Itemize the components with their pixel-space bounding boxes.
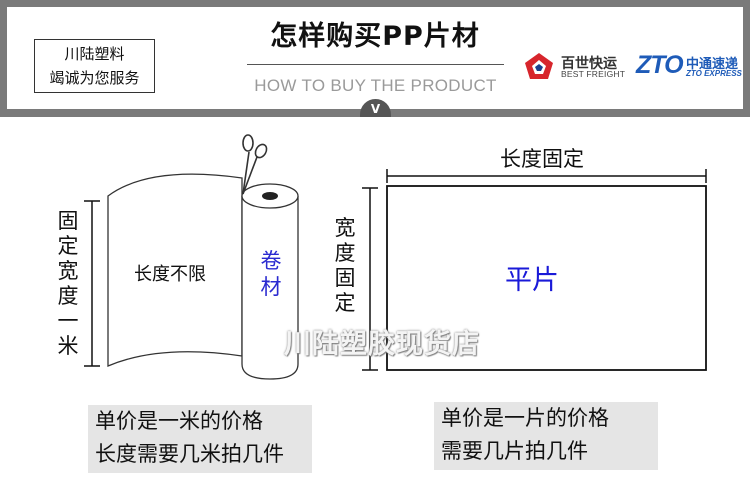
char: 卷 — [260, 249, 282, 273]
brand-line2: 竭诚为您服务 — [49, 69, 140, 87]
roll-length-label: 长度不限 — [134, 264, 206, 285]
roll-width-dimension — [84, 200, 100, 367]
best-freight-logo: 百世快运 BEST FREIGHT — [524, 50, 628, 82]
sheet-width-dimension — [362, 187, 378, 371]
best-freight-en: BEST FREIGHT — [561, 69, 626, 79]
zto-en: ZTO EXPRESS — [686, 69, 742, 78]
best-freight-icon — [525, 53, 553, 79]
sheet-length-dimension — [386, 169, 707, 183]
char: 一 — [57, 309, 79, 333]
best-freight-cn: 百世快运 — [561, 56, 617, 72]
roll-fixed-width-label: 固 定 宽 度 一 米 — [56, 209, 80, 359]
flat-sheet — [386, 185, 707, 371]
char: 宽 — [334, 216, 356, 240]
header-panel: 川陆塑料 竭诚为您服务 — [7, 7, 743, 109]
title-divider — [247, 64, 504, 65]
char: 米 — [57, 334, 79, 358]
shop-watermark: 川陆塑胶现货店 — [284, 329, 480, 360]
roll-note-line1: 单价是一米的价格 — [95, 409, 263, 433]
char: 材 — [260, 275, 282, 299]
header-banner: 川陆塑料 竭诚为您服务 怎样购买PP片材 HOW TO BUY THE PROD… — [0, 0, 750, 117]
roll-cylinder — [241, 183, 299, 380]
roll-label: 卷 材 — [256, 248, 286, 300]
sheet-note-line2: 需要几片拍几件 — [441, 439, 588, 463]
roll-price-note: 单价是一米的价格 长度需要几米拍几件 — [88, 405, 312, 473]
char: 固 — [334, 266, 356, 290]
char: 定 — [57, 234, 79, 258]
brand-line1: 川陆塑料 — [64, 45, 125, 63]
char: 宽 — [57, 259, 79, 283]
v-tab: V — [360, 99, 391, 117]
flat-sheet-label: 平片 — [505, 265, 559, 296]
zto-logo: ZTO 中通速递 ZTO EXPRESS — [636, 50, 746, 82]
page-title: 怎样购买PP片材 — [270, 21, 480, 52]
char: 度 — [57, 284, 79, 308]
scissors-icon — [242, 134, 268, 195]
roll-note-line2: 长度需要几米拍几件 — [95, 442, 284, 466]
brand-box: 川陆塑料 竭诚为您服务 — [34, 39, 155, 93]
char: 固 — [57, 209, 79, 233]
sheet-price-note: 单价是一片的价格 需要几片拍几件 — [434, 402, 658, 470]
char: 度 — [334, 241, 356, 265]
sheet-width-label: 宽 度 固 定 — [333, 216, 357, 316]
zto-cn: 中通速递 — [686, 57, 739, 72]
char: 定 — [334, 291, 356, 315]
sheet-note-line1: 单价是一片的价格 — [441, 406, 609, 430]
zto-mark: ZTO — [636, 51, 684, 79]
sheet-length-label: 长度固定 — [500, 147, 584, 171]
page-subtitle: HOW TO BUY THE PRODUCT — [254, 76, 497, 95]
